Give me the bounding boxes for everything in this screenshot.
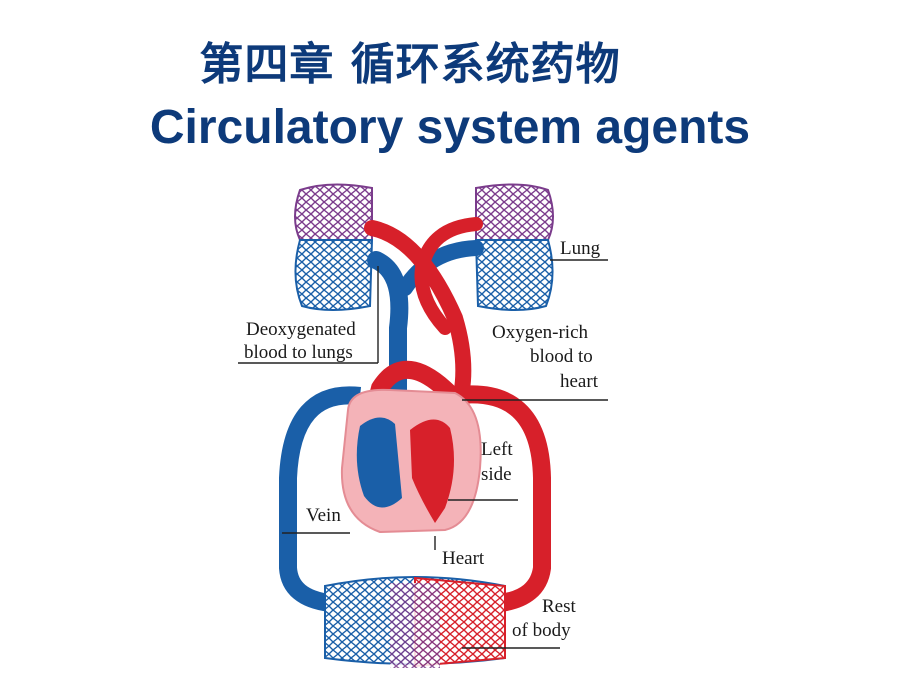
right-lung [474,183,554,311]
label-oxygen-rich-line1: Oxygen-rich [492,322,589,343]
label-heart: Heart [442,548,485,569]
label-vein: Vein [306,505,341,526]
label-rest-line1: Rest [542,596,577,617]
label-oxygen-rich-line3: heart [560,371,599,392]
circulatory-system-diagram: Lung Deoxygenated blood to lungs Oxygen-… [238,183,608,668]
label-lung: Lung [560,238,601,259]
left-lung [294,183,374,311]
slide-title-chinese: 第四章 循环系统药物 [199,39,621,90]
pulmonary-vein-vessels [364,217,483,416]
slide-title-english: Circulatory system agents [149,101,751,154]
body-capillary-bed [324,576,506,668]
label-oxygen-rich-line2: blood to [530,346,593,367]
label-left-line1: Left [481,439,513,460]
label-left-line2: side [481,464,512,485]
label-leader-lines [238,259,608,649]
label-deoxygenated-line1: Deoxygenated [246,319,356,340]
label-deoxygenated-line2: blood to lungs [244,342,353,363]
left-heart-chamber [410,419,454,523]
heart [340,388,482,534]
right-heart-chamber [356,417,402,508]
pulmonary-artery-vessels [367,240,484,417]
label-rest-line2: of body [512,620,571,641]
